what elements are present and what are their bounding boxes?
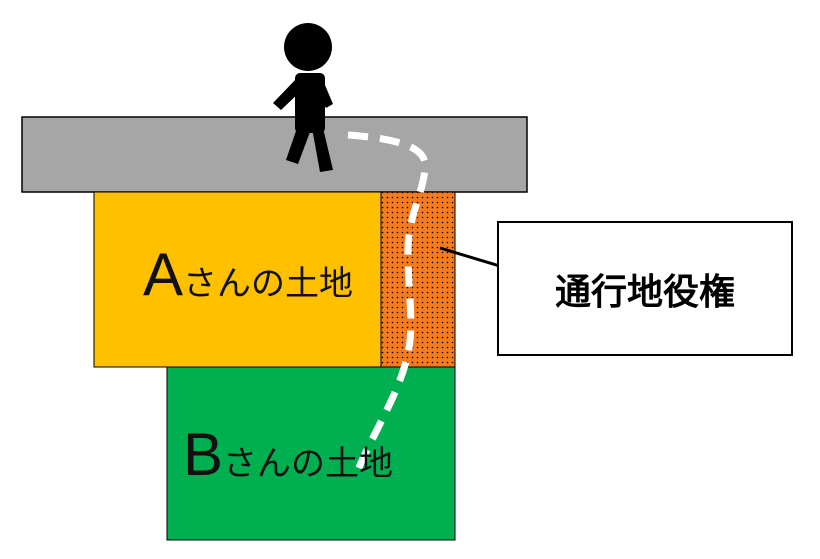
land-b	[166, 366, 456, 541]
land-a-suffix: さんの土地	[183, 264, 354, 304]
land-b-suffix: さんの土地	[223, 444, 394, 484]
easement-callout: 通行地役権	[497, 221, 793, 356]
land-a-label: Aさんの土地	[143, 240, 353, 309]
land-a-letter: A	[143, 241, 184, 308]
land-b-letter: B	[183, 421, 224, 488]
easement-label: 通行地役権	[554, 271, 735, 313]
walking-person-icon	[273, 23, 333, 172]
easement-area	[380, 191, 456, 368]
passage-path	[347, 131, 429, 472]
land-b-label: Bさんの土地	[183, 420, 393, 489]
road	[21, 116, 528, 193]
